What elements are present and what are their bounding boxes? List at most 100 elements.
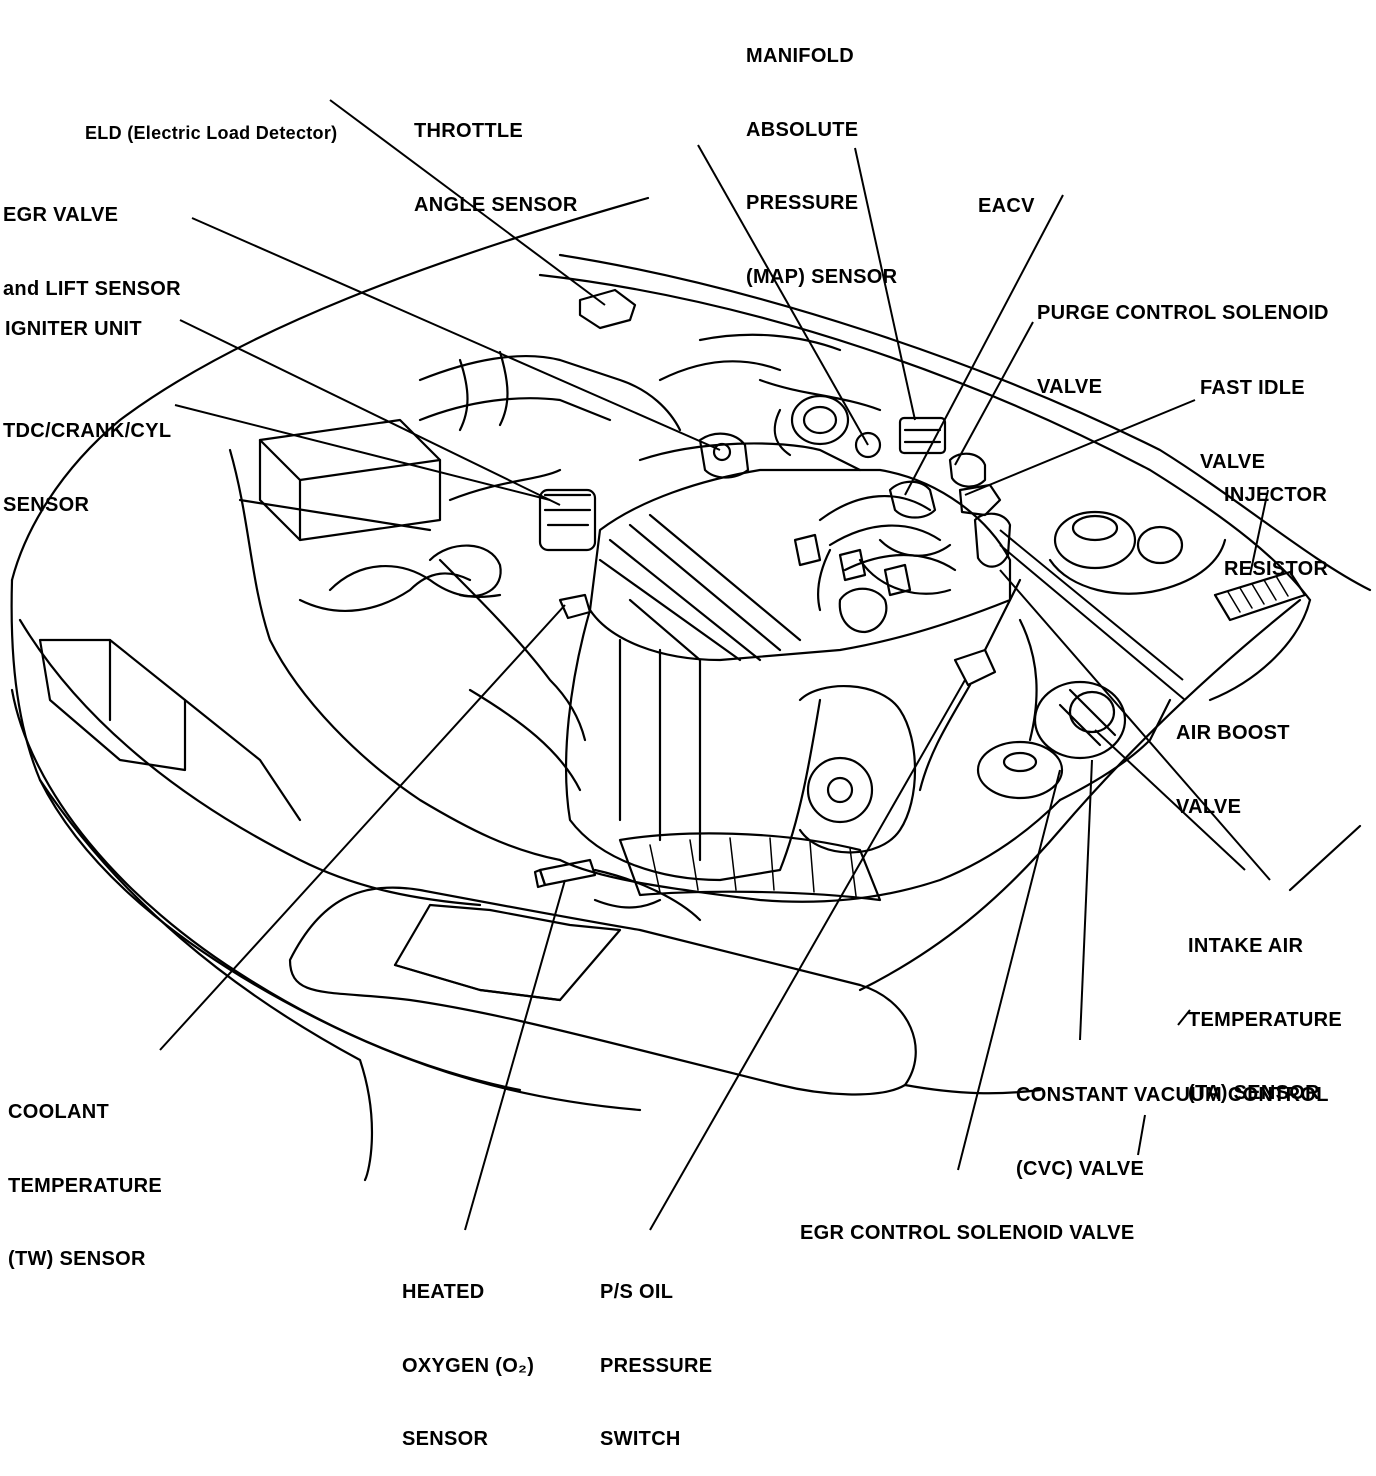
map-sensor-body	[898, 416, 947, 455]
throttle-linkage	[773, 408, 792, 457]
distributor-cap	[543, 493, 592, 527]
valve-cover-rib-1	[608, 538, 762, 662]
radiator-hose	[438, 558, 587, 742]
label-constant-vacuum-control-valve: CONSTANT VACUUM CONTROL (CVC) VALVE	[1016, 1034, 1329, 1206]
label-purge-line-1: PURGE CONTROL SOLENOID	[1037, 302, 1329, 324]
air-boost-valve-body	[973, 512, 1012, 568]
left-strut-tower	[428, 544, 502, 598]
block-detail	[618, 638, 702, 862]
leader-injector-resistor	[1249, 489, 1269, 576]
label-cvc-line-1: CONSTANT VACUUM CONTROL	[1016, 1084, 1329, 1106]
leader-intake-air-temp-1	[999, 569, 1271, 881]
bay-left-wall-2	[238, 498, 432, 532]
label-fast-idle-line-2: VALVE	[1200, 450, 1266, 473]
throttle-body	[790, 394, 850, 446]
label-coolant-line-1: COOLANT	[8, 1101, 109, 1123]
intake-runner-2	[828, 524, 942, 547]
label-intake-air-temperature-sensor: INTAKE AIR TEMPERATURE (TA) SENSOR	[1188, 885, 1342, 1130]
label-ps-line-2: PRESSURE	[600, 1354, 713, 1377]
water-outlet	[838, 587, 888, 634]
eacv-body	[888, 480, 937, 519]
label-tdc-line-1: TDC/CRANK/CYL	[3, 420, 172, 442]
right-fender	[858, 598, 1302, 992]
leader-throttle-angle-sensor	[697, 144, 869, 446]
hood-edge	[10, 196, 650, 582]
front-crossmember	[468, 688, 582, 792]
label-eld: ELD (Electric Load Detector)	[85, 72, 337, 170]
label-map-sensor-line-2: ABSOLUTE	[746, 118, 859, 141]
crank-pulley	[806, 756, 874, 824]
hose-right	[1018, 618, 1038, 742]
left-headlight	[38, 638, 187, 772]
leader-ps-switch	[649, 679, 966, 1231]
air-cleaner-detail	[1058, 688, 1117, 747]
label-coolant-line-2: TEMPERATURE	[8, 1174, 163, 1197]
left-fender	[18, 618, 482, 907]
label-throttle-angle-sensor: THROTTLE ANGLE SENSOR	[414, 70, 578, 242]
egr-valve-body	[698, 432, 750, 479]
engine-compartment-diagram	[10, 99, 1372, 1231]
leader-coolant	[159, 604, 566, 1051]
label-eld-line-1: ELD (Electric Load Detector)	[85, 123, 338, 143]
battery-top	[258, 438, 442, 542]
air-intake-coupler	[458, 350, 509, 432]
label-cvc-line-2: (CVC) VALVE	[1016, 1157, 1145, 1180]
leader-purge-control	[954, 321, 1034, 466]
leader-tdc	[174, 404, 551, 501]
label-coolant-temperature-sensor: COOLANT TEMPERATURE (TW) SENSOR	[8, 1051, 162, 1296]
leader-air-boost-2	[999, 544, 1186, 701]
label-ps-line-3: SWITCH	[600, 1428, 681, 1450]
purge-valve-body	[948, 452, 987, 488]
leader-map-sensor	[854, 147, 916, 421]
brake-fluid-reservoir	[1053, 510, 1137, 570]
battery-box	[258, 418, 442, 542]
air-intake-tube-2	[418, 397, 612, 422]
label-air-boost-line-1: AIR BOOST	[1176, 722, 1290, 744]
leader-egr-control	[957, 769, 1061, 1171]
label-iat-line-1: INTAKE AIR	[1188, 935, 1304, 957]
cowl-line	[558, 253, 1372, 592]
valve-cover-ridge	[598, 558, 742, 662]
injector-resistor-fins	[1227, 575, 1289, 613]
injector-1	[793, 533, 822, 567]
o2-sensor-tip	[533, 868, 547, 889]
throttle-angle-sensor-body	[854, 431, 882, 459]
label-igniter-line-1: IGNITER UNIT	[5, 318, 142, 340]
label-injector-line-1: INJECTOR	[1224, 484, 1328, 506]
label-ps-line-1: P/S OIL	[600, 1281, 674, 1303]
fender-leader-stub	[1177, 1009, 1191, 1026]
label-fast-idle-valve: FAST IDLE VALVE	[1200, 327, 1305, 499]
washer-cap	[1002, 751, 1038, 773]
label-map-sensor: MANIFOLD ABSOLUTE PRESSURE (MAP) SENSOR	[746, 0, 897, 314]
bay-left-wall	[228, 448, 562, 862]
leader-intake-air-temp-2	[1094, 729, 1246, 871]
leader-eacv	[904, 194, 1064, 496]
wire-harness-5	[758, 378, 882, 412]
label-tdc-crank-cyl-sensor: TDC/CRANK/CYL SENSOR	[3, 370, 171, 542]
distributor-housing	[538, 488, 597, 552]
windshield-base	[1288, 824, 1362, 892]
intake-runner-3	[843, 554, 957, 572]
egr-lift-sensor	[712, 442, 732, 462]
ps-pump	[953, 648, 997, 687]
radiator-core	[618, 832, 882, 902]
radiator-fins	[649, 837, 857, 897]
injector-resistor-body	[1213, 570, 1307, 622]
intake-plenum	[638, 442, 862, 472]
label-o2-line-2: OXYGEN (O₂)	[402, 1354, 535, 1377]
leader-lines	[159, 99, 1271, 1231]
cowl-line-2	[538, 273, 1312, 602]
left-grille-line	[108, 638, 302, 822]
leader-fast-idle	[964, 399, 1196, 496]
ps-hose	[918, 578, 1022, 792]
wire-harness-1	[328, 564, 502, 598]
crank-pulley-hub	[826, 776, 854, 804]
label-o2-line-3: SENSOR	[402, 1428, 489, 1450]
map-sensor-connector	[903, 428, 942, 444]
intake-air-temp-sensor-body	[1068, 690, 1116, 734]
valve-cover-rib-3	[648, 513, 802, 642]
front-bumper-lower	[38, 778, 374, 1182]
engine-line-art	[10, 196, 1372, 1182]
label-egr-control-line-1: EGR CONTROL SOLENOID VALVE	[800, 1222, 1135, 1244]
air-intake-tube	[418, 355, 682, 432]
